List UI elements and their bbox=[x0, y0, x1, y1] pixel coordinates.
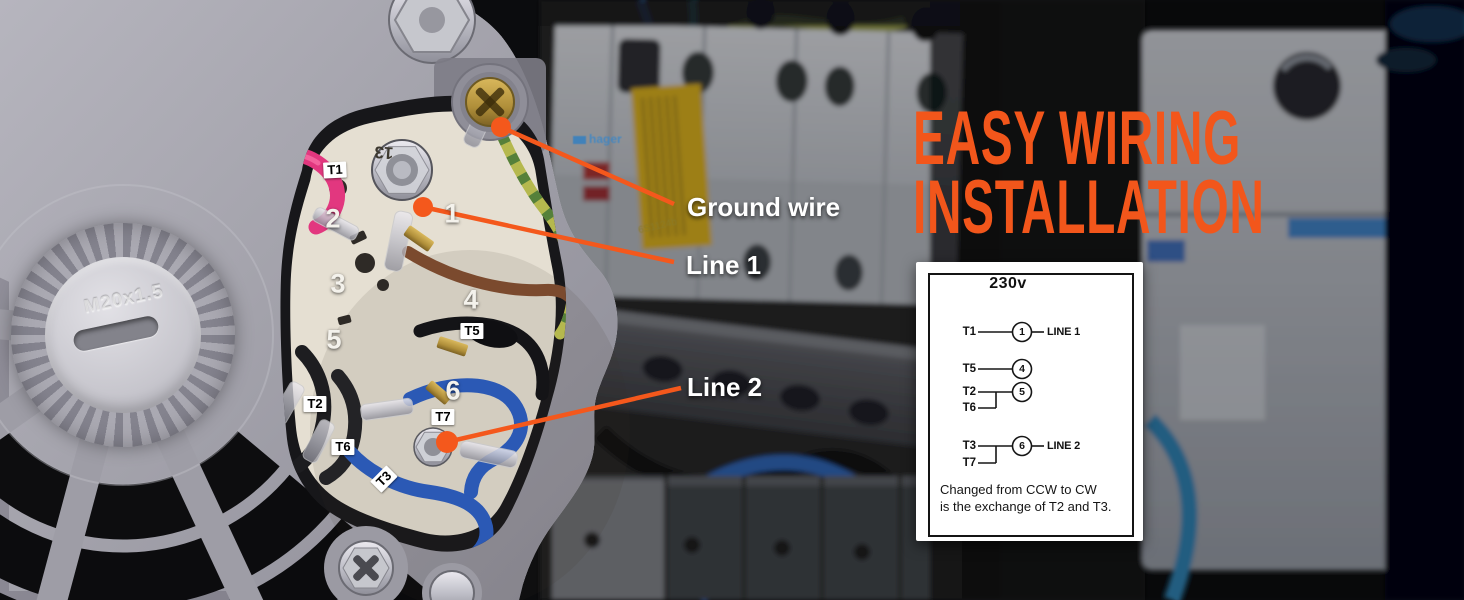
terminal-number-5: 5 bbox=[326, 324, 342, 355]
diagram-terminal-t6: T6 bbox=[962, 402, 976, 414]
diagram-node-6: 6 bbox=[1019, 440, 1025, 452]
terminal-number-3: 3 bbox=[330, 268, 346, 299]
diagram-terminal-t3: T3 bbox=[962, 440, 976, 452]
cap-slot bbox=[71, 314, 161, 353]
tag-t5: T5 bbox=[460, 323, 484, 339]
cable-gland-cap: M20x1.5 bbox=[45, 257, 201, 413]
center-terminal-stud bbox=[371, 139, 433, 201]
diagram-terminal-t7: T7 bbox=[962, 457, 976, 469]
diagram-border bbox=[928, 273, 1134, 537]
hager-logo-flag bbox=[573, 136, 586, 144]
terminal-number-6: 6 bbox=[445, 375, 461, 406]
tag-t6: T6 bbox=[331, 439, 355, 455]
callout-ground-wire: Ground wire bbox=[687, 192, 841, 222]
diagram-note-line-1: Changed from CCW to CW bbox=[940, 482, 1097, 497]
diagram-terminal-t5: T5 bbox=[962, 363, 976, 375]
diagram-node-5: 5 bbox=[1019, 386, 1025, 398]
wiring-diagram-card: 230v T1 T5 T2 T6 T3 T7 1 4 5 6 LINE 1 LI bbox=[916, 262, 1143, 541]
diagram-terminal-t2: T2 bbox=[962, 386, 976, 398]
diagram-note-line-2: is the exchange of T2 and T3. bbox=[940, 499, 1112, 514]
bottom-screws bbox=[324, 526, 482, 600]
hager-logo-text: hager bbox=[589, 132, 622, 146]
terminal-number-1: 1 bbox=[444, 198, 460, 229]
terminal-number-4: 4 bbox=[463, 284, 479, 315]
callout-line-2: Line 2 bbox=[687, 372, 763, 402]
tag-t2: T2 bbox=[303, 396, 327, 412]
diagram-node-1: 1 bbox=[1019, 326, 1025, 338]
headline-line-2: INSTALLATION bbox=[913, 165, 1265, 250]
terminal-number-13: 13 bbox=[373, 142, 395, 163]
diagram-node-4: 4 bbox=[1019, 363, 1025, 375]
headline-line-1: EASY WIRING bbox=[913, 96, 1241, 181]
diagram-connectors bbox=[978, 321, 1044, 464]
tag-t7: T7 bbox=[431, 409, 455, 425]
diagram-line-2-label: LINE 2 bbox=[1047, 440, 1081, 452]
terminal-number-2: 2 bbox=[325, 203, 341, 234]
cap-thread-size-label: M20x1.5 bbox=[82, 280, 166, 319]
diagram-voltage-title: 230v bbox=[989, 275, 1027, 292]
top-hex-bolt bbox=[388, 0, 476, 64]
headline: EASY WIRING INSTALLATION bbox=[913, 96, 1265, 250]
diagram-line-1-label: LINE 1 bbox=[1047, 326, 1081, 338]
callout-line-1: Line 1 bbox=[686, 250, 762, 280]
tag-t1: T1 bbox=[323, 161, 347, 179]
diagram-terminal-t1: T1 bbox=[962, 326, 976, 338]
callout-lines bbox=[413, 117, 682, 453]
